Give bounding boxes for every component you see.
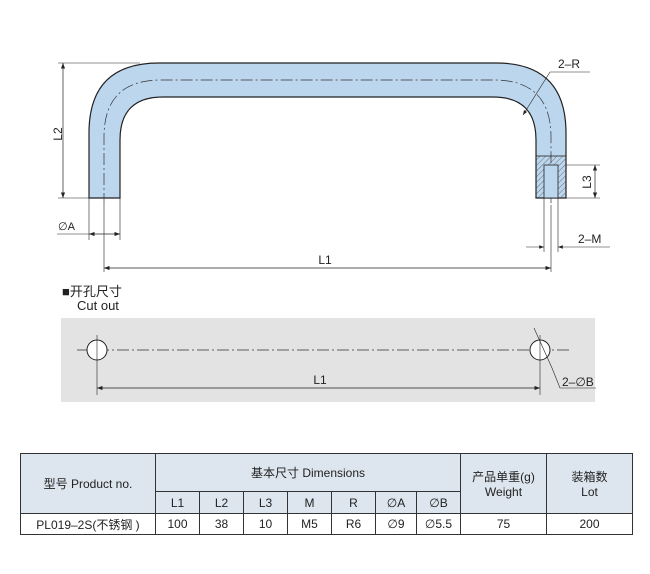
- col-header: L2: [199, 491, 244, 514]
- b-label: 2–∅B: [562, 375, 594, 389]
- weight-cell: 75: [460, 513, 547, 535]
- col-header: M: [287, 491, 332, 514]
- technical-drawing: L2 2–R L3 ∅A 2–M L1 L1 2–∅B: [51, 57, 610, 402]
- product-cell: PL019–2S(不锈钢 ): [20, 513, 156, 535]
- a-label: ∅A: [58, 221, 76, 233]
- col-header: ∅A: [375, 491, 417, 514]
- lot-cell: 200: [546, 513, 633, 535]
- value-cell: R6: [331, 513, 376, 535]
- spec-table: 型号 Product no. 基本尺寸 Dimensions 产品单重(g)We…: [20, 453, 633, 535]
- cutout-title-cn: ■开孔尺寸: [62, 284, 122, 299]
- table-row: PL019–2S(不锈钢 ) 100 38 10 M5 R6 ∅9 ∅5.5 7…: [20, 513, 633, 535]
- cutout-title-en: Cut out: [77, 298, 119, 313]
- value-cell: 10: [243, 513, 288, 535]
- value-cell: 100: [155, 513, 200, 535]
- cut-l1-label: L1: [313, 373, 327, 387]
- col-header: L1: [155, 491, 200, 514]
- value-cell: M5: [287, 513, 332, 535]
- value-cell: ∅9: [375, 513, 417, 535]
- value-cell: ∅5.5: [416, 513, 461, 535]
- dimensions-header: 基本尺寸 Dimensions: [155, 453, 461, 492]
- product-header: 型号 Product no.: [20, 453, 156, 514]
- l1-label: L1: [318, 253, 332, 267]
- value-cell: 38: [199, 513, 244, 535]
- cutout-panel: [61, 318, 595, 402]
- col-header: R: [331, 491, 376, 514]
- weight-header: 产品单重(g)Weight: [460, 453, 547, 514]
- handle-body: [88, 62, 567, 199]
- l2-label: L2: [51, 127, 65, 141]
- m-label: 2–M: [578, 232, 601, 246]
- r-label: 2–R: [558, 57, 580, 71]
- l3-label: L3: [580, 175, 594, 189]
- col-header: ∅B: [416, 491, 461, 514]
- col-header: L3: [243, 491, 288, 514]
- handle-centerline: [103, 79, 552, 205]
